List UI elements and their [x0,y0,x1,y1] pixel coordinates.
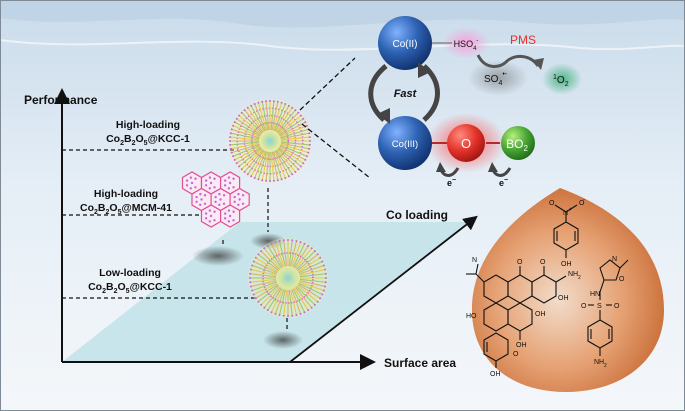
zoom-line-bottom [301,123,371,179]
svg-text:2: 2 [604,363,607,369]
svg-text:O: O [549,200,555,207]
svg-text:OH: OH [535,311,546,318]
svg-text:O: O [513,351,519,358]
bo2-label: BO2 [506,137,528,153]
svg-text:OH: OH [558,295,569,302]
svg-text:O: O [581,303,587,310]
co3-sphere [378,116,432,170]
so4-radical-glow [468,60,528,96]
tetracycline-structure [466,263,567,368]
svg-text:OH: OH [490,371,501,378]
svg-text:O: O [540,259,546,266]
so4-radical-label: SO4•- [484,71,508,87]
svg-text:N: N [563,210,568,217]
co2-label: Co(II) [393,39,418,50]
co-loading-axis [289,215,478,363]
kcc1-sphere-low-loading [248,238,328,318]
material-label-high-kcc: High-loading Co2B2O5@KCC-1 [106,119,190,147]
co-loading-label: Co loading [386,208,448,222]
svg-text:2: 2 [578,275,581,281]
x-axis-label: Surface area [384,356,456,370]
hso4-glow [442,27,490,59]
svg-text:O: O [517,259,523,266]
svg-text:N: N [612,256,617,263]
svg-text:Co2B2O5@KCC-1: Co2B2O5@KCC-1 [88,281,172,295]
svg-text:NH: NH [594,359,604,366]
water-surface [0,0,685,28]
svg-text:NH: NH [568,271,578,278]
svg-text:O: O [614,303,620,310]
shadow-mcm [192,246,244,266]
svg-text:OH: OH [516,342,527,349]
singlet-oxygen-glow [542,63,582,95]
nitrophenol-structure [553,204,579,258]
sulfamethoxazole-structure [587,259,629,356]
svg-text:OH: OH [561,261,572,268]
shadow-low-kcc [263,331,303,349]
pms-activation-arrow [476,54,540,68]
svg-text:Low-loading: Low-loading [99,267,161,279]
zoom-line-top [299,57,356,111]
bo2-sphere [501,126,535,160]
oxygen-label: O [461,136,471,151]
hso4-label: HSO4- [454,38,479,52]
svg-text:High-loading: High-loading [116,119,180,131]
y-axis-label: Performance [24,93,98,107]
oxygen-sphere [447,124,485,162]
kcc1-sphere-high-loading [228,99,312,183]
svg-text:HN: HN [590,291,600,298]
co2-sphere [378,16,432,70]
electron-label-right: e− [499,177,508,188]
activation-mechanism: Co(II) Co(III) O BO2 HSO4- PMS SO4•- 1O2… [368,16,582,188]
material-label-low-kcc: Low-loading Co2B2O5@KCC-1 [88,267,172,295]
svg-text:Co2B2O5@KCC-1: Co2B2O5@KCC-1 [106,133,190,147]
material-label-mcm: High-loading Co2B2O5@MCM-41 [80,188,172,216]
svg-text:-: - [583,197,585,203]
svg-text:+: + [569,207,573,213]
svg-text:O: O [579,200,585,207]
svg-text:High-loading: High-loading [94,188,158,200]
pollutant-structures: O O - N + OH N O O NH 2 OH OH HO OH O OH… [466,197,629,378]
singlet-oxygen-label: 1O2 [553,74,569,88]
fast-label: Fast [394,88,418,100]
electron-label-left: e− [447,177,456,188]
svg-text:N: N [472,257,477,264]
svg-text:HO: HO [466,313,477,320]
co3-label: Co(III) [392,139,418,150]
pms-label: PMS [510,33,536,47]
svg-text:S: S [597,303,602,310]
svg-text:O: O [619,276,625,283]
pollutant-droplet [471,188,664,392]
mcm41-hexagon-cluster [181,171,250,228]
svg-text:Co2B2O5@MCM-41: Co2B2O5@MCM-41 [80,202,172,216]
